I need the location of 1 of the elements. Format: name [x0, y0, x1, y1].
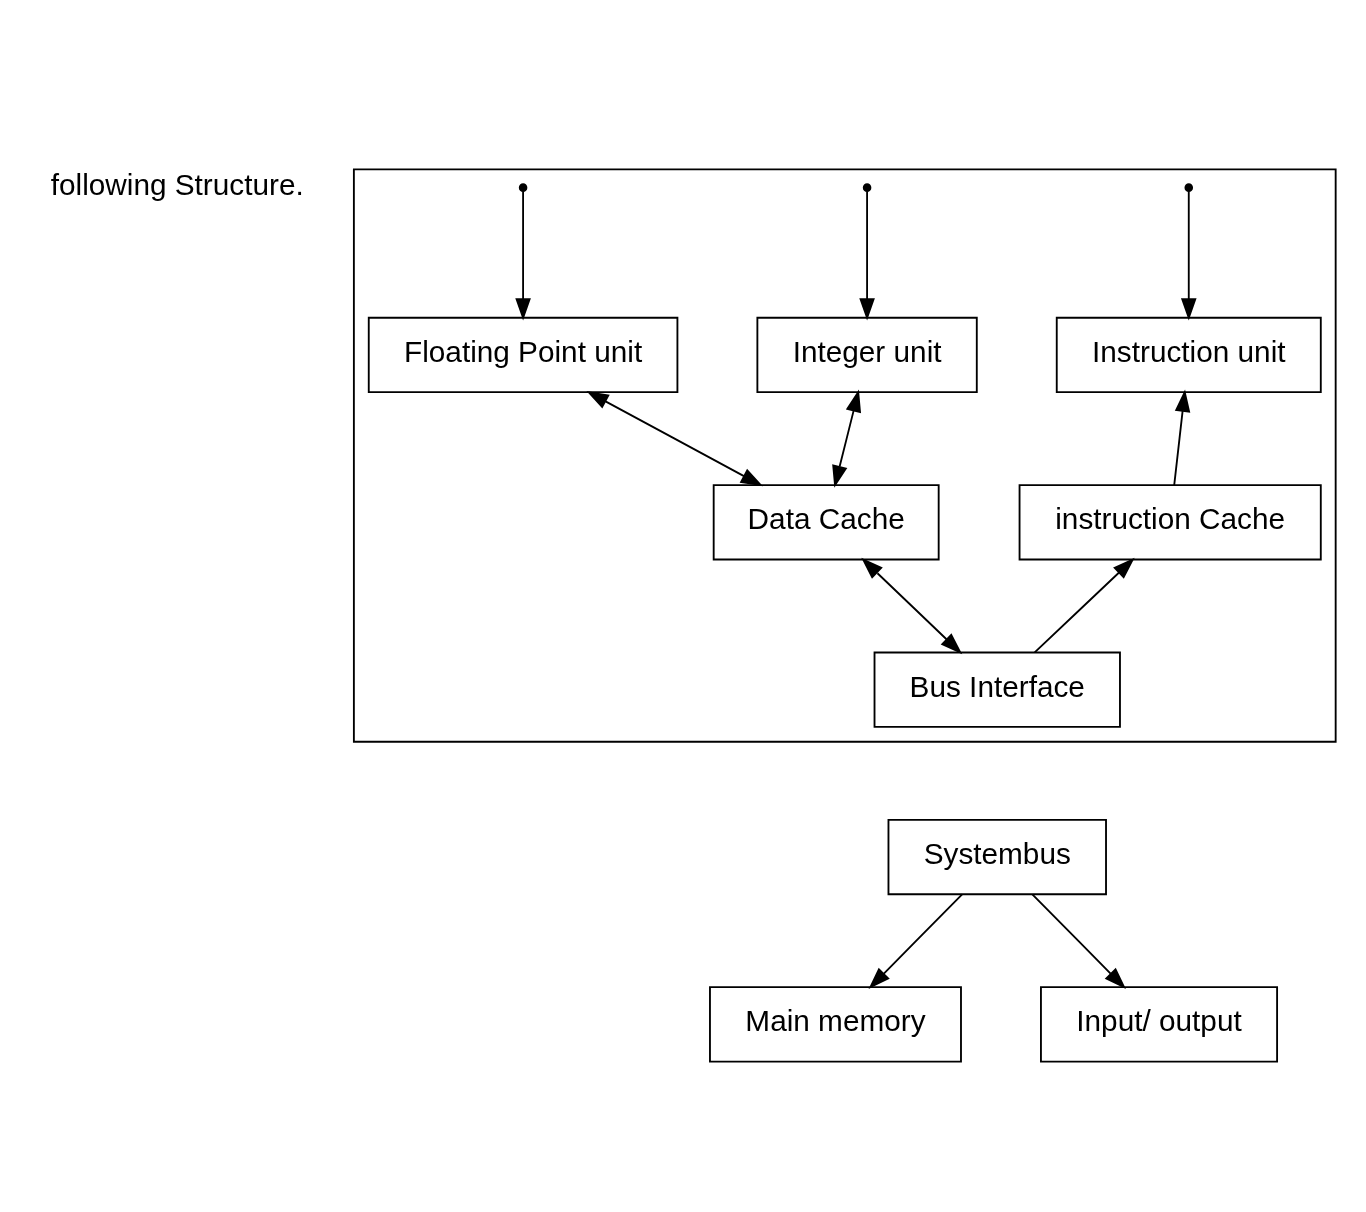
label: following Structure. [50, 167, 304, 201]
